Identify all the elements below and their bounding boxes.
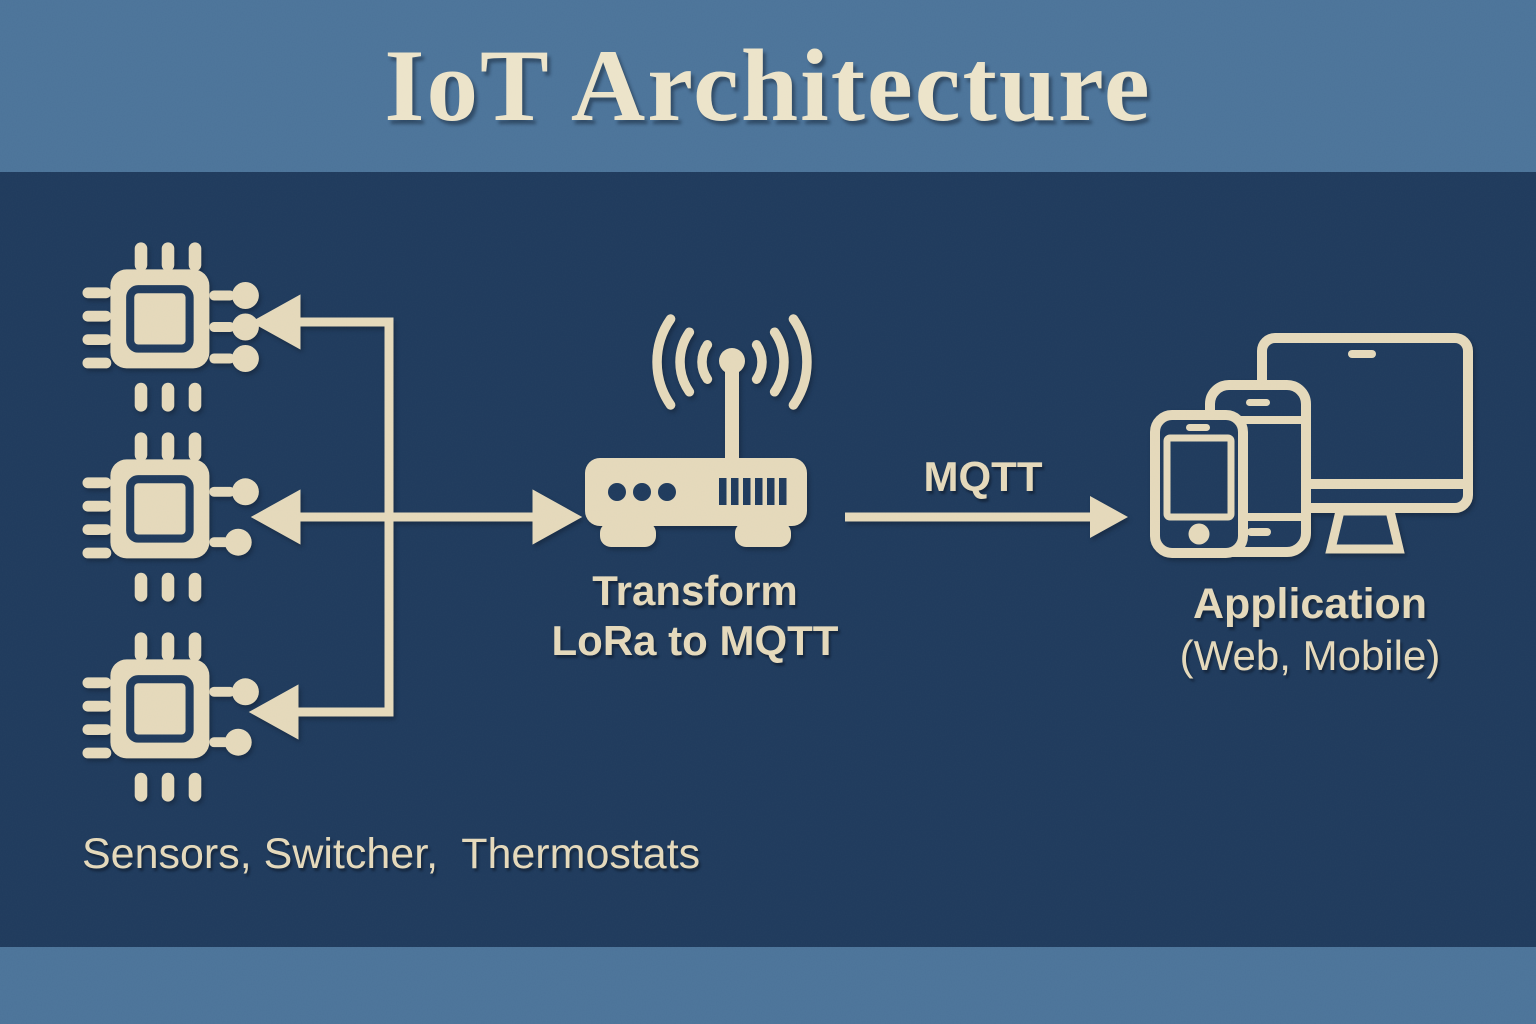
arrowhead-middle-right — [532, 489, 583, 545]
application-label-line2: (Web, Mobile) — [1179, 632, 1441, 679]
arrowhead-right — [1090, 496, 1128, 538]
arrowhead-bottom — [248, 684, 299, 740]
sensors-caption: Sensors, Switcher, Thermostats — [82, 830, 701, 878]
chip-icon — [83, 242, 259, 411]
application-label: Application (Web, Mobile) — [1110, 578, 1510, 682]
gateway-label-line1: Transform — [592, 567, 798, 614]
wifi-router-icon — [585, 314, 812, 547]
mqtt-arrow-label: MQTT — [923, 453, 1043, 500]
monitor-stand — [1325, 506, 1405, 554]
gateway-label: Transform LoRa to MQTT — [495, 566, 895, 666]
router-body — [585, 458, 807, 547]
arrowhead-top — [250, 294, 301, 350]
sensor-connector-lines — [248, 294, 583, 740]
chip-icon — [83, 632, 259, 801]
application-label-line1: Application — [1192, 580, 1428, 628]
mqtt-arrow — [845, 496, 1128, 538]
phone-icon — [1150, 410, 1248, 558]
gateway-label-line2: LoRa to MQTT — [551, 617, 839, 664]
router-antenna — [719, 348, 745, 463]
chip-icon — [83, 432, 259, 601]
devices-icon — [1150, 333, 1473, 558]
arrowhead-middle-left — [250, 489, 301, 545]
